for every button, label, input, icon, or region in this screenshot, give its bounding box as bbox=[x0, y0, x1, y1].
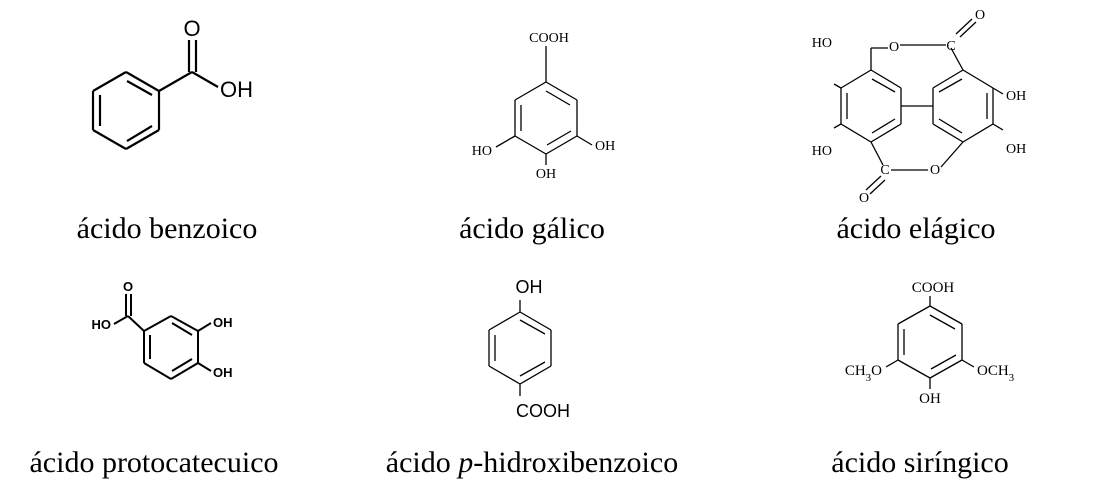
atom-label: O bbox=[975, 8, 985, 23]
atom-label: OCH bbox=[977, 363, 1009, 379]
atom-label: O bbox=[871, 363, 882, 379]
atom-label: CH3O bbox=[845, 363, 882, 384]
atom-label: COOH bbox=[529, 31, 569, 46]
atom-label: HO bbox=[472, 144, 492, 159]
atom-label: OH bbox=[1006, 89, 1026, 104]
atom-label: O bbox=[859, 191, 869, 206]
benzoic-acid-structure bbox=[91, 40, 219, 150]
atom-label: OCH3 bbox=[977, 363, 1015, 384]
atom-label: O bbox=[123, 279, 133, 294]
p-hydroxybenzoic-acid-structure bbox=[488, 300, 552, 396]
atom-label: CH bbox=[845, 363, 866, 379]
compound-name: ácido elágico bbox=[836, 212, 996, 245]
atom-label: 3 bbox=[1009, 372, 1015, 384]
ellagic-acid-structure bbox=[833, 18, 1004, 195]
atom-label: COOH bbox=[912, 280, 955, 296]
compound-name-suffix: -hidroxibenzoico bbox=[473, 446, 679, 479]
compound-name: ácido siríngico bbox=[831, 446, 1009, 479]
atom-label: C bbox=[946, 39, 955, 54]
compound-name: ácido protocatecuico bbox=[29, 446, 279, 479]
atom-label: OH bbox=[213, 365, 233, 380]
atom-label: O bbox=[183, 16, 200, 41]
atom-label: HO bbox=[812, 144, 832, 159]
atom-label: O bbox=[930, 163, 940, 178]
atom-label: OH bbox=[220, 77, 253, 102]
atom-label: HO bbox=[812, 36, 832, 51]
gallic-acid-structure bbox=[495, 46, 593, 165]
atom-label: COOH bbox=[516, 401, 570, 421]
atom-label: OH bbox=[595, 139, 615, 154]
compound-name-italic: p bbox=[458, 446, 474, 479]
compound-name-prefix: ácido bbox=[385, 446, 459, 479]
compound-name: ácido p-hidroxibenzoico bbox=[386, 446, 678, 480]
atom-label: C bbox=[880, 163, 889, 178]
atom-label: OH bbox=[1006, 142, 1026, 157]
atom-label: OH bbox=[516, 277, 543, 297]
atom-label: O bbox=[889, 40, 899, 55]
compound-name: ácido benzoico bbox=[76, 212, 258, 245]
syringic-acid-structure bbox=[885, 296, 975, 389]
atom-label: 3 bbox=[866, 372, 872, 384]
atom-label: HO bbox=[92, 317, 112, 332]
atom-label: OH bbox=[536, 167, 556, 182]
atom-label: OH bbox=[213, 315, 233, 330]
protocatechuic-acid-structure bbox=[113, 294, 212, 380]
compound-name: ácido gálico bbox=[459, 212, 605, 245]
atom-label: OH bbox=[919, 391, 941, 407]
